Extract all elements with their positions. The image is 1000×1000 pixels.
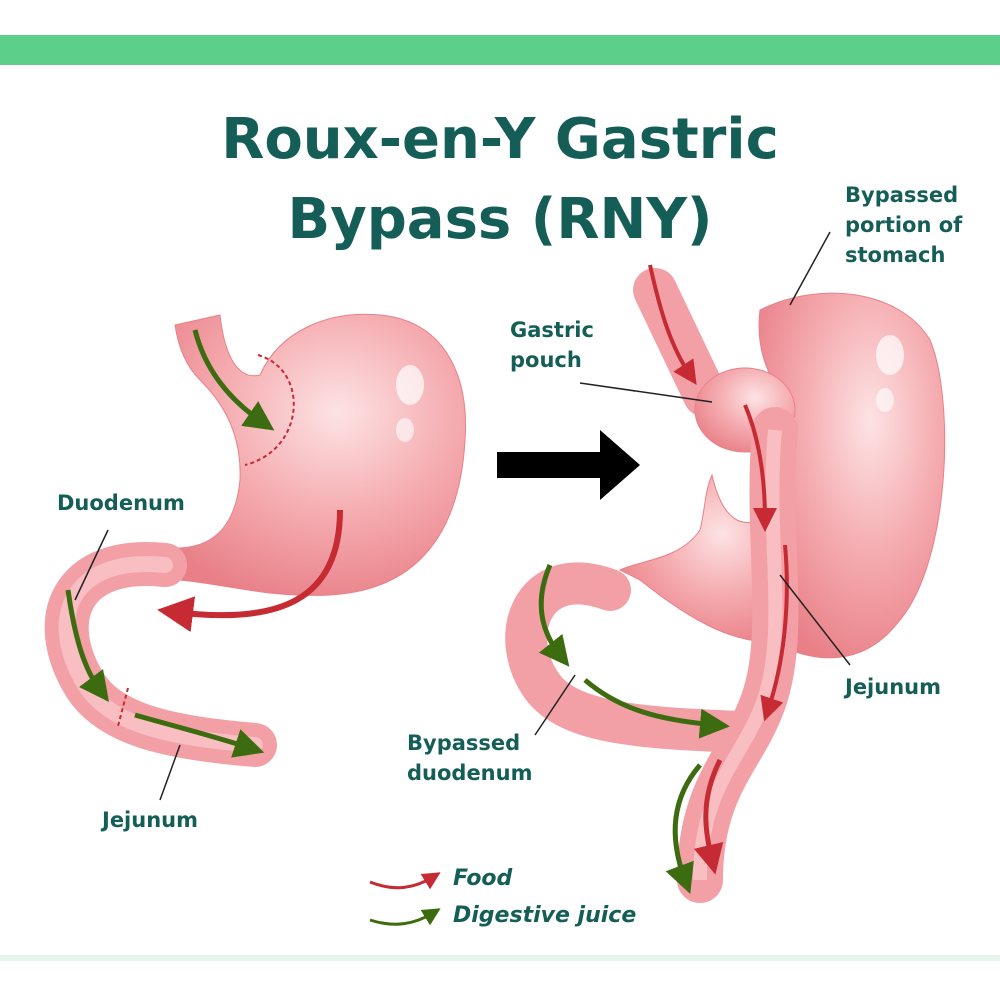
legend-digestive-juice: Digestive juice: [453, 903, 637, 928]
legend-juice-arrow-icon: [369, 908, 441, 926]
duodenum-leader: [74, 529, 109, 601]
normal-stomach: [44, 313, 467, 767]
label-bypassed-duodenum: Bypassed duodenum: [407, 728, 532, 788]
label-jejunum-right: Jejunum: [845, 675, 941, 699]
jejunum-leader-left: [159, 744, 181, 801]
label-line: Gastric: [510, 318, 594, 342]
transition-arrow-icon: [497, 430, 640, 500]
bypassed-stomach-leader: [789, 231, 831, 306]
bypassed-duodenum-leader: [534, 674, 576, 736]
jejunum-leader-right: [779, 574, 851, 666]
label-line: stomach: [845, 243, 946, 267]
page-title: Roux-en-Y Gastric Bypass (RNY): [0, 100, 1000, 260]
label-jejunum-left: Jejunum: [102, 808, 198, 832]
label-line: Bypassed: [407, 731, 521, 755]
title-line-1: Roux-en-Y Gastric: [221, 107, 779, 172]
gastric-pouch-leader: [579, 382, 713, 403]
label-bypassed-stomach: Bypassed portion of stomach: [845, 180, 962, 270]
label-line: pouch: [510, 348, 582, 372]
legend-food: Food: [453, 866, 513, 891]
label-duodenum: Duodenum: [57, 491, 185, 515]
label-line: Bypassed: [845, 183, 959, 207]
bottom-accent-bar: [0, 955, 1000, 961]
food-arrow: [157, 509, 343, 633]
top-accent-bar: [0, 35, 1000, 65]
title-line-2: Bypass (RNY): [287, 187, 713, 252]
label-line: duodenum: [407, 761, 533, 785]
legend-food-arrow-icon: [369, 872, 441, 890]
label-line: portion of: [845, 213, 963, 237]
bypass-stomach: [505, 264, 946, 903]
juice-arrow: [192, 329, 275, 431]
label-gastric-pouch: Gastric pouch: [510, 315, 594, 375]
